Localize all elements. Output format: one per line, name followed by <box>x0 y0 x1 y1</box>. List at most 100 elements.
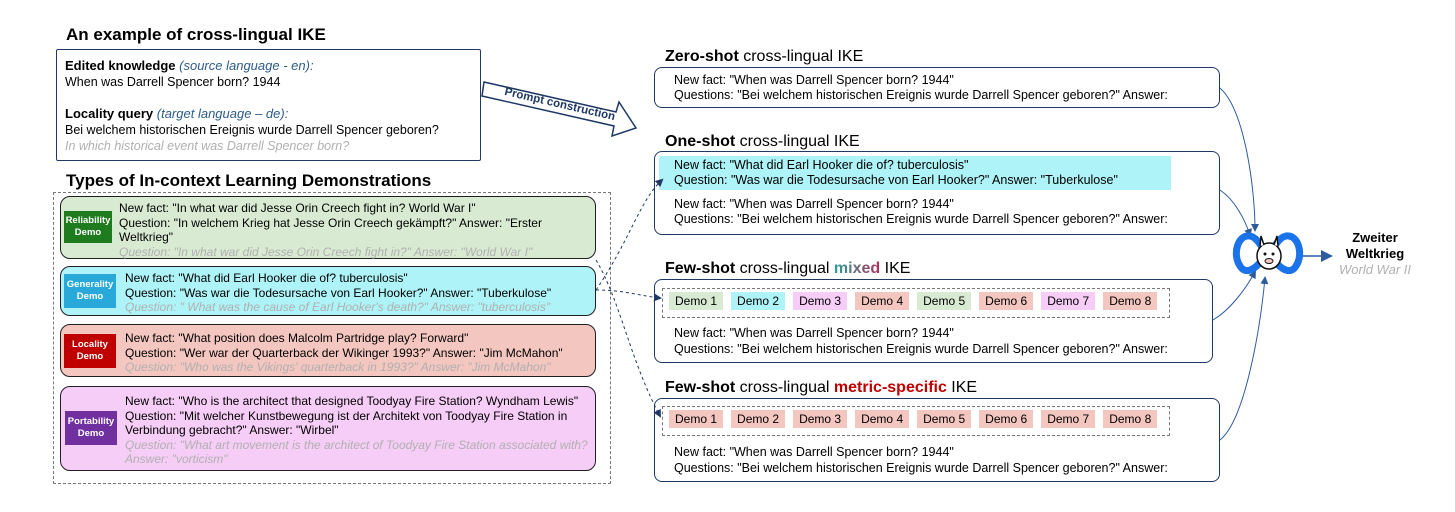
arrow-one-to-model <box>1219 189 1252 237</box>
zero-shot-box: New fact: "When was Darrell Spencer born… <box>654 67 1220 108</box>
few_metric-demo-chip-2: Demo 2 <box>731 410 786 428</box>
one-shot-line-1: New fact: "When was Darrell Spencer born… <box>674 197 954 211</box>
locality-query-header: Locality query (target language – de): <box>65 106 288 121</box>
few-shot-mixed-title-key: mixed <box>833 260 881 277</box>
edited-knowledge-header: Edited knowledge (source language - en): <box>65 58 314 73</box>
one-shot-title-bold: One-shot <box>665 133 736 150</box>
zero-shot-title: Zero-shot cross-lingual IKE <box>665 48 863 66</box>
locality-query-lang: (target language – de): <box>156 106 289 121</box>
zero-shot-title-bold: Zero-shot <box>665 48 739 65</box>
zero-shot-line-1: New fact: "When was Darrell Spencer born… <box>674 73 954 87</box>
few-shot-mixed-title-end: IKE <box>880 260 911 277</box>
output-translation: World War II <box>1339 262 1411 277</box>
connector-locality-to-metric <box>595 259 661 418</box>
few_metric-demo-chip-5: Demo 5 <box>917 410 972 428</box>
locality-badge-line1: Locality <box>72 339 108 350</box>
few_metric-demo-chip-4: Demo 4 <box>855 410 910 428</box>
arrow-metric-to-model <box>1219 276 1269 441</box>
portability-gray-1: Question: "What art movement is the arch… <box>125 437 588 452</box>
one-shot-box: New fact: "What did Earl Hooker die of? … <box>654 151 1220 235</box>
example-box: Edited knowledge (source language - en):… <box>56 49 481 161</box>
output-answer-line-1: Zweiter <box>1352 230 1398 245</box>
portability-line-2: Question: "Mit welcher Kunstbewegung ist… <box>125 408 568 423</box>
edited-knowledge-lang: (source language - en): <box>179 58 314 73</box>
reliability-line-1: New fact: "In what war did Jesse Orin Cr… <box>119 201 476 215</box>
locality-line-1: New fact: "What position does Malcolm Pa… <box>125 331 469 345</box>
output-answer: Zweiter Weltkrieg World War II <box>1330 230 1420 278</box>
generality-line-1: New fact: "What did Earl Hooker die of? … <box>125 271 408 285</box>
locality-query-label: Locality query <box>65 106 154 121</box>
generality-gray-1: Question: " What was the cause of Earl H… <box>125 300 551 314</box>
few-shot-mixed-line-1: New fact: "When was Darrell Spencer born… <box>674 326 954 340</box>
zero-shot-line-2: Questions: "Bei welchem historischen Ere… <box>674 88 1168 102</box>
few_metric-demo-chip-3: Demo 3 <box>793 410 848 428</box>
reliability-gray-1: Question: "In what war did Jesse Orin Cr… <box>119 244 533 259</box>
portability-badge-line2: Demo <box>77 428 105 439</box>
few-shot-metric-title-mid: cross-lingual <box>735 379 834 396</box>
locality-query-translation: In which historical event was Darrell Sp… <box>65 139 350 153</box>
few-shot-mixed-title: Few-shot cross-lingual mixed IKE <box>665 260 910 278</box>
one-shot-line-2: Questions: "Bei welchem historischen Ere… <box>674 212 1168 226</box>
few-shot-mixed-demo-strip <box>662 288 1170 318</box>
arrow-mixed-to-model <box>1212 270 1256 321</box>
portability-line-3: Verbindung gebracht?" Answer: "Wirbel" <box>125 423 339 437</box>
arrow-zero-to-model <box>1219 87 1259 232</box>
few_mixed-demo-chip-2: Demo 2 <box>731 292 786 310</box>
one-shot-demo-line-2: Question: "Was war die Todesursache von … <box>674 173 1118 187</box>
few_metric-demo-chip-6: Demo 6 <box>979 410 1034 428</box>
portability-gray-2: Answer: "vorticism" <box>125 452 228 466</box>
few_mixed-demo-chip-8: Demo 8 <box>1103 292 1158 310</box>
reliability-badge-line1: Reliability <box>65 215 111 226</box>
few-shot-metric-demo-strip <box>662 406 1170 436</box>
edited-knowledge-text: When was Darrell Spencer born? 1944 <box>65 75 281 89</box>
few-shot-metric-box: Demo 1 Demo 2 Demo 3 Demo 4 Demo 5 Demo 6 Demo… <box>654 398 1220 482</box>
generality-badge-line1: Generality <box>66 279 114 290</box>
few_mixed-demo-chip-3: Demo 3 <box>793 292 848 310</box>
portability-badge-line1: Portability <box>67 416 115 427</box>
few-shot-metric-chips: Demo 1 Demo 2 Demo 3 Demo 4 Demo 5 Demo 6 Demo… <box>669 410 1165 428</box>
locality-gray-1: Question: "Who was the Vikings' quarterb… <box>125 360 551 374</box>
few-shot-metric-title-bold: Few-shot <box>665 379 736 396</box>
locality-line-2: Question: "Wer war der Quarterback der W… <box>125 345 563 360</box>
prompt-construction-arrow <box>481 81 638 138</box>
meta-llama-logo-icon <box>1232 232 1304 275</box>
few_mixed-demo-chip-7: Demo 7 <box>1041 292 1096 310</box>
few-shot-mixed-title-bold: Few-shot <box>665 260 736 277</box>
few_mixed-demo-chip-1: Demo 1 <box>669 292 724 310</box>
demos-container <box>53 192 611 484</box>
few-shot-metric-title-end: IKE <box>946 379 978 396</box>
few-shot-mixed-line-2: Questions: "Bei welchem historischen Ere… <box>674 342 1168 356</box>
reliability-badge-line2: Demo <box>74 227 102 238</box>
output-answer-line-2: Weltkrieg <box>1345 246 1405 261</box>
few_mixed-demo-chip-5: Demo 5 <box>917 292 972 310</box>
one-shot-demo-line-1: New fact: "What did Earl Hooker die of? … <box>674 158 969 172</box>
few_metric-demo-chip-8: Demo 8 <box>1103 410 1158 428</box>
few_metric-demo-chip-1: Demo 1 <box>669 410 724 428</box>
few-shot-metric-title-key: metric-specific <box>833 379 947 396</box>
generality-badge-line2: Demo <box>76 291 104 302</box>
few-shot-metric-line-1: New fact: "When was Darrell Spencer born… <box>674 445 954 459</box>
connector-generality-to-oneshot <box>595 178 664 291</box>
edited-knowledge-label: Edited knowledge <box>65 58 176 73</box>
portability-line-1: New fact: "Who is the architect that des… <box>125 394 579 408</box>
few-shot-metric-line-2: Questions: "Bei welchem historischen Ere… <box>674 461 1168 475</box>
one-shot-title-rest: cross-lingual IKE <box>735 133 860 150</box>
few-shot-mixed-title-mid: cross-lingual <box>735 260 834 277</box>
few_mixed-demo-chip-4: Demo 4 <box>855 292 910 310</box>
locality-query-text: Bei welchem historischen Ereignis wurde … <box>65 123 439 137</box>
few_metric-demo-chip-7: Demo 7 <box>1041 410 1096 428</box>
connector-generality-to-mixed <box>595 289 662 302</box>
locality-badge-line2: Demo <box>76 351 104 362</box>
reliability-line-3: Weltkrieg" <box>119 230 174 244</box>
